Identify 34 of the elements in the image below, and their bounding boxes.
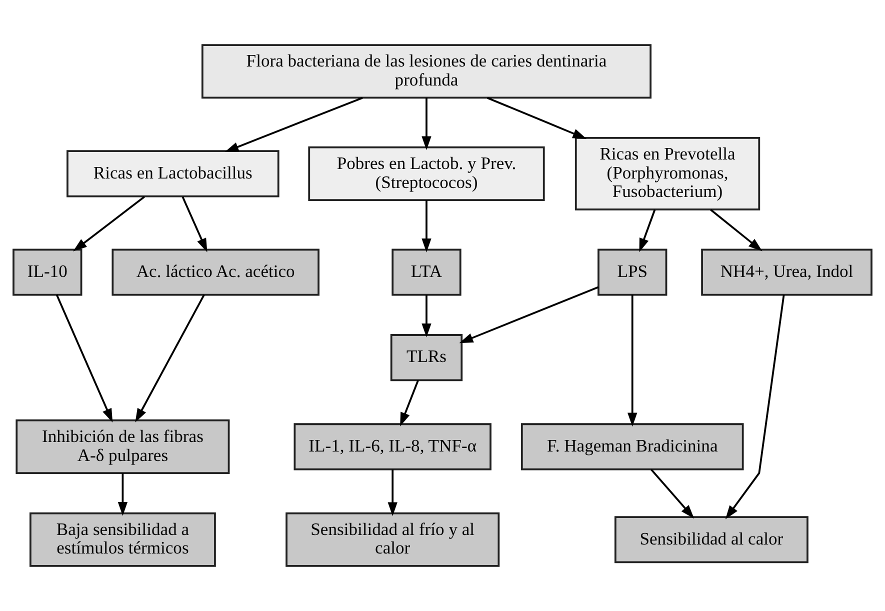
arrow (459, 286, 599, 344)
arrow (73, 196, 145, 252)
node-box: TLRs (390, 334, 463, 382)
arrow (639, 209, 656, 252)
arrow (182, 196, 208, 252)
node-box: Sensibilidad al frío y al calor (286, 512, 500, 567)
arrow (422, 98, 432, 150)
node-box: F. Hageman Bradicinina (520, 423, 744, 470)
arrow (725, 294, 785, 520)
node-box: IL-1, IL-6, IL-8, TNF-α (294, 423, 492, 470)
arrow (400, 380, 419, 426)
node-box: Baja sensibilidad a estímulos térmicos (30, 512, 216, 567)
arrow (422, 295, 432, 338)
node-box: Ac. láctico Ac. acético (112, 248, 320, 296)
node-box: Pobres en Lactob. y Prev. (Streptococos) (308, 146, 545, 201)
node-box: LPS (598, 248, 668, 296)
arrow (224, 96, 363, 152)
arrow (650, 468, 694, 519)
arrow (486, 96, 587, 139)
node-box: NH4+, Urea, Indol (701, 248, 872, 296)
node-box: LTA (392, 248, 462, 296)
arrow (56, 294, 113, 422)
node-box: Ricas en Prevotella (Porphyromonas, Fusobacterium) (574, 136, 760, 210)
node-box: Inhibición de las fibras A-δ pulpares (16, 419, 230, 474)
node-box: IL-10 (12, 248, 82, 296)
node-box: Ricas en Lactobacillus (66, 150, 280, 198)
arrow (118, 473, 128, 516)
arrow (135, 294, 205, 422)
arrow (710, 208, 762, 252)
arrow (422, 200, 432, 252)
arrow (628, 294, 638, 427)
node-box: Flora bacteriana de las lesiones de caries dentinaria profunda (201, 44, 652, 99)
arrow (388, 469, 398, 516)
node-box: Sensibilidad al calor (614, 516, 808, 564)
